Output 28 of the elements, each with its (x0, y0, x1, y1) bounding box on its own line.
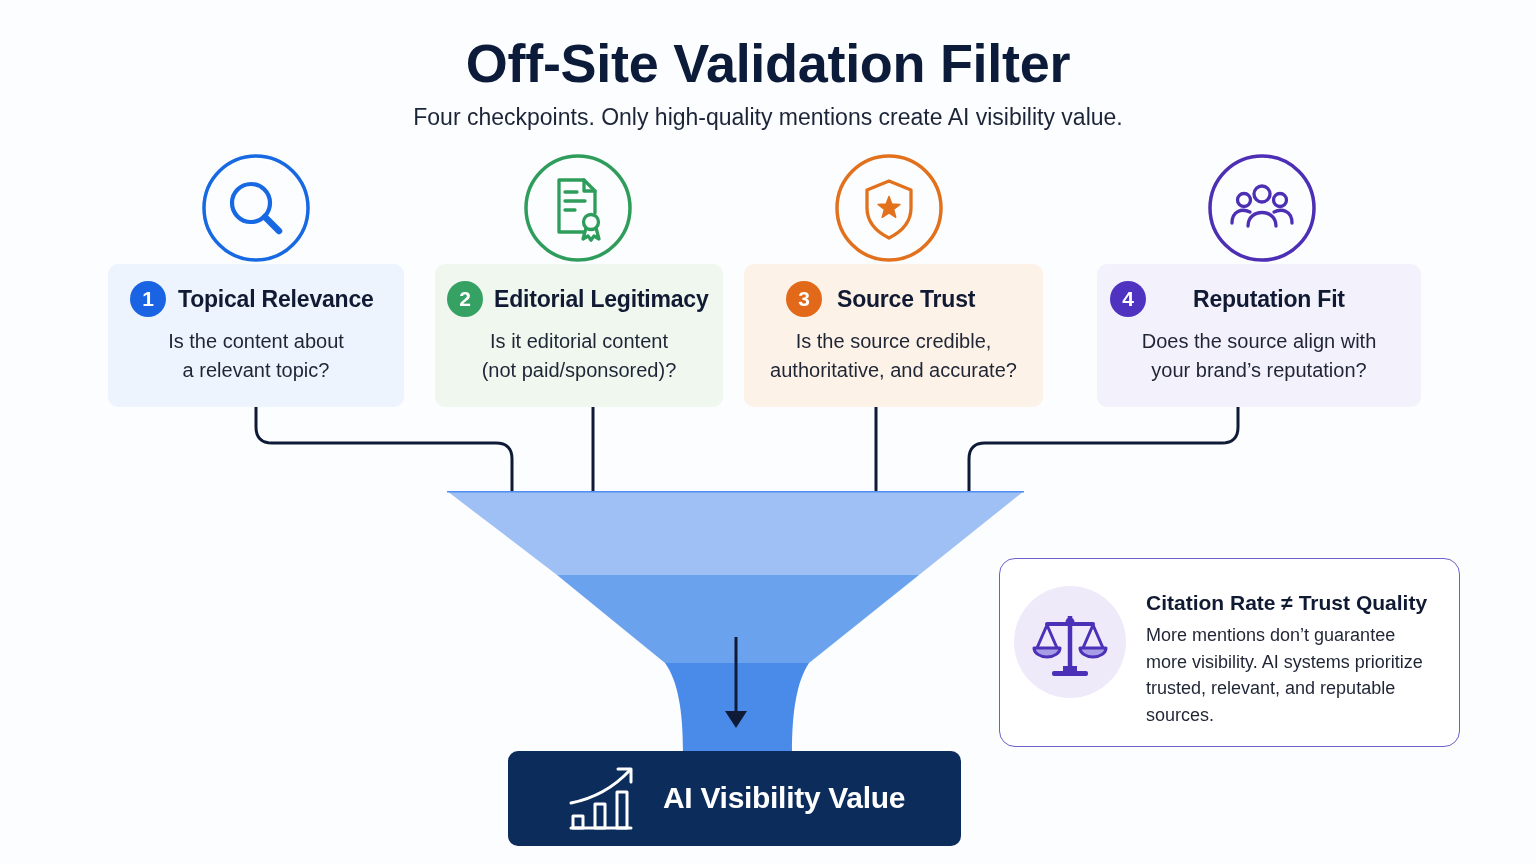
checkpoint-card (108, 264, 404, 407)
card-question: Is the content about a relevant topic? (167, 329, 345, 383)
callout-text: More mentions don’t guarantee more visibility. AI systems prioritize trusted, relevant, and reputable sources. (1146, 624, 1424, 728)
card-question: Is the source credible, authoritative, and accurate? (769, 329, 1018, 383)
title: Off-Site Validation Filter (465, 33, 1071, 93)
connector-line (967, 407, 1240, 491)
result-label: AI Visibility Value (663, 780, 906, 816)
number-badge: 3 (786, 281, 822, 317)
checkpoint-card (435, 264, 723, 407)
funnel (447, 491, 1024, 752)
number-badge: 4 (1110, 281, 1146, 317)
card-heading: Topical Relevance (178, 285, 374, 314)
number-badge: 2 (447, 281, 483, 317)
connector-line (254, 407, 514, 491)
subtitle: Four checkpoints. Only high-quality mentions create AI visibility value. (413, 103, 1123, 132)
connector-line (874, 407, 878, 491)
checkpoint-card (1097, 264, 1421, 407)
connector-line (591, 407, 595, 491)
checkpoint-card (744, 264, 1043, 407)
card-heading: Editorial Legitimacy (494, 285, 709, 314)
card-heading: Source Trust (837, 285, 976, 314)
card-question: Does the source align with your brand’s reputation? (1140, 329, 1378, 383)
card-question: Is it editorial content (not paid/sponsored)? (480, 329, 678, 383)
number-badge: 1 (130, 281, 166, 317)
result-box (508, 751, 961, 846)
callout-heading: Citation Rate ≠ Trust Quality (1146, 590, 1428, 616)
callout-card (999, 558, 1460, 747)
card-heading: Reputation Fit (1193, 285, 1345, 314)
